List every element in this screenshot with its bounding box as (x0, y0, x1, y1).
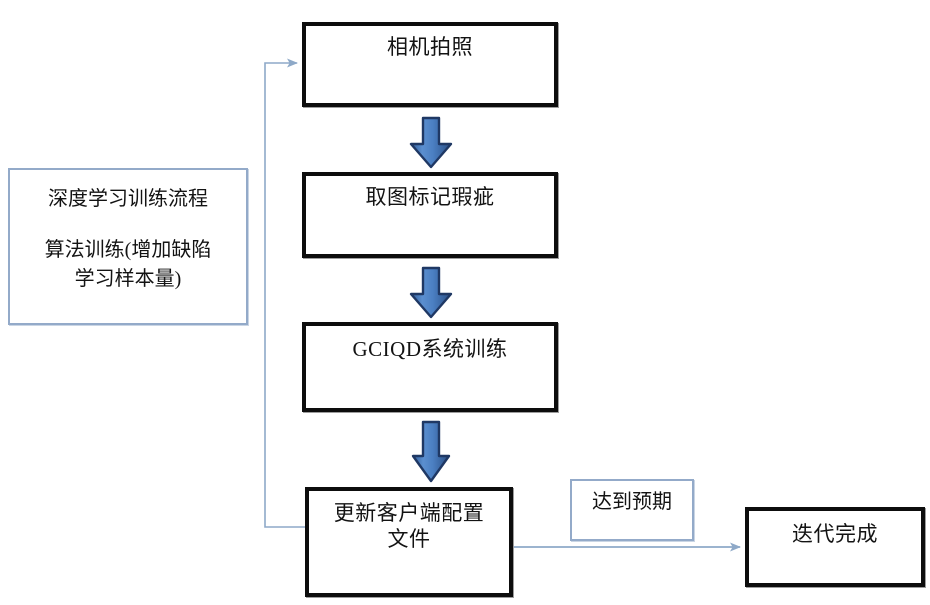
node-iteration-complete-label: 迭代完成 (792, 522, 878, 546)
node-mark-defect[interactable]: 取图标记瑕疵 (302, 172, 558, 258)
node-camera-capture[interactable]: 相机拍照 (302, 22, 558, 107)
arrow-mark-defect-to-gciqd (409, 266, 453, 319)
note-expected-reached: 达到预期 (570, 479, 694, 541)
node-update-client-config-label: 更新客户端配置 文件 (333, 501, 485, 551)
arrow-camera-to-mark-defect (409, 116, 453, 169)
node-update-client-config[interactable]: 更新客户端配置 文件 (305, 487, 513, 597)
node-iteration-complete[interactable]: 迭代完成 (745, 507, 925, 587)
note-expected-reached-label: 达到预期 (592, 491, 672, 513)
node-gciqd-training[interactable]: GCIQD系统训练 (302, 322, 558, 412)
note-training-line2: 算法训练(增加缺陷 学习样本量) (44, 239, 212, 290)
node-mark-defect-label: 取图标记瑕疵 (365, 185, 495, 209)
note-training-line1: 深度学习训练流程 (48, 188, 208, 210)
note-deep-learning-training: 深度学习训练流程 算法训练(增加缺陷 学习样本量) (8, 168, 248, 325)
connector-feedback-loop (264, 58, 305, 528)
node-gciqd-training-label: GCIQD系统训练 (352, 337, 508, 361)
node-camera-capture-label: 相机拍照 (387, 35, 473, 59)
arrow-gciqd-to-update-config (411, 420, 451, 483)
